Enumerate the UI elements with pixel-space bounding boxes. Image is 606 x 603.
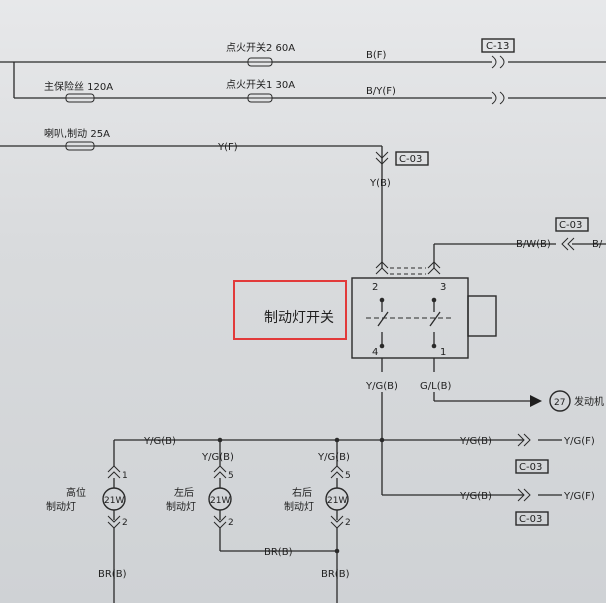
output-line-2: Y/G(B) Y/G(F) C-03 xyxy=(382,488,595,526)
lamp-right-line2: 制动灯 xyxy=(284,500,314,513)
wire-ygb-out2-label: Y/G(B) xyxy=(459,491,492,502)
switch-label-highlight xyxy=(233,280,347,340)
connector-c03-right xyxy=(555,217,589,232)
wire-ygb-switch-label: Y/G(B) xyxy=(365,381,398,392)
svg-text:5: 5 xyxy=(228,471,234,481)
output-line-1: Y/G(B) Y/G(F) C-03 xyxy=(459,433,595,474)
pin-3-label: 3 xyxy=(440,282,446,293)
brake-light-switch: 2 3 4 1 xyxy=(351,261,497,372)
line-ignition1: 主保险丝 120A 点火开关1 30A B/Y(F) xyxy=(14,78,606,103)
svg-text:1: 1 xyxy=(122,471,128,481)
wire-bwb-label: B/W(B) xyxy=(516,239,551,250)
svg-text:C-03: C-03 xyxy=(519,462,542,473)
connector-c03-out1 xyxy=(515,459,549,474)
ref-27-badge xyxy=(549,390,571,412)
svg-text:21W: 21W xyxy=(327,496,347,506)
line-horn-brake: 喇叭,制动 25A Y(F) C-03 Y(B) xyxy=(0,127,429,268)
wire-ygb-left-label: Y/G(B) xyxy=(201,452,234,463)
wire-ygf-out2-label: Y/G(F) xyxy=(563,491,595,502)
wire-bw-cut-label: B/ xyxy=(592,239,603,250)
lamp-high-line1: 高位 xyxy=(66,486,86,499)
svg-text:2: 2 xyxy=(122,518,128,528)
connector-c03-out2 xyxy=(515,511,549,526)
wire-ygf-out1-label: Y/G(F) xyxy=(563,436,595,447)
wire-ygb-right-label: Y/G(B) xyxy=(317,452,350,463)
lamp-left-line1: 左后 xyxy=(174,486,194,499)
switch-name-label: 制动灯开关 xyxy=(264,310,334,326)
lamp-high-mount: 1 21W 2 高位 制动灯 BR(B) xyxy=(46,465,128,603)
svg-text:2: 2 xyxy=(228,518,234,528)
wire-ygb-out1-label: Y/G(B) xyxy=(459,436,492,447)
svg-text:27: 27 xyxy=(554,398,565,408)
wire-byf-label: B/Y(F) xyxy=(366,86,396,97)
wire-brb-right-label: BR(B) xyxy=(321,569,350,580)
lamp-right-rear: 5 21W 2 右后 制动灯 BR(B) xyxy=(284,465,351,603)
connector-c13: C-13 xyxy=(481,38,515,105)
pin-4-label: 4 xyxy=(372,347,378,358)
lamp-left-line2: 制动灯 xyxy=(166,500,196,513)
lamp-left-rear: 5 21W 2 左后 制动灯 BR(B) xyxy=(166,465,337,558)
fuse-ign1-label: 点火开关1 30A xyxy=(226,78,295,91)
svg-text:5: 5 xyxy=(345,471,351,481)
fuse-ign2-label: 点火开关2 60A xyxy=(226,41,295,54)
line-ignition2: 点火开关2 60A B(F) xyxy=(0,41,606,98)
svg-text:2: 2 xyxy=(345,518,351,528)
svg-text:21W: 21W xyxy=(104,496,124,506)
wire-yb-label: Y(B) xyxy=(369,178,391,189)
svg-text:C-03: C-03 xyxy=(519,514,542,525)
ref-engine-label: 发动机 xyxy=(574,395,604,408)
connector-c03-top xyxy=(395,151,429,166)
lamp-right-line1: 右后 xyxy=(292,486,312,499)
wire-bf-label: B(F) xyxy=(366,50,387,61)
fuse-horn-label: 喇叭,制动 25A xyxy=(44,127,110,140)
svg-text:C-13: C-13 xyxy=(486,41,509,52)
line-engine: 27 发动机 xyxy=(433,390,604,412)
switch-plunger xyxy=(467,295,497,337)
line-bw-feed: B/W(B) B/ C-03 xyxy=(433,217,606,268)
lamp-high-line2: 制动灯 xyxy=(46,500,76,513)
pin-2-label: 2 xyxy=(372,282,378,293)
svg-text:C-03: C-03 xyxy=(399,154,422,165)
pin-1-label: 1 xyxy=(440,347,446,358)
wire-brb-mid-label: BR(B) xyxy=(264,547,293,558)
svg-text:C-03: C-03 xyxy=(559,220,582,231)
svg-text:21W: 21W xyxy=(210,496,230,506)
wire-ygb-bus-label: Y/G(B) xyxy=(143,436,176,447)
wire-yf-label: Y(F) xyxy=(217,142,238,153)
wire-brb-high-label: BR(B) xyxy=(98,569,127,580)
wire-glb-label: G/L(B) xyxy=(420,381,451,392)
fuse-main-label: 主保险丝 120A xyxy=(44,80,113,93)
bus-ygb: Y/G(B) Y/G(B) Y/G(B) xyxy=(113,392,500,495)
